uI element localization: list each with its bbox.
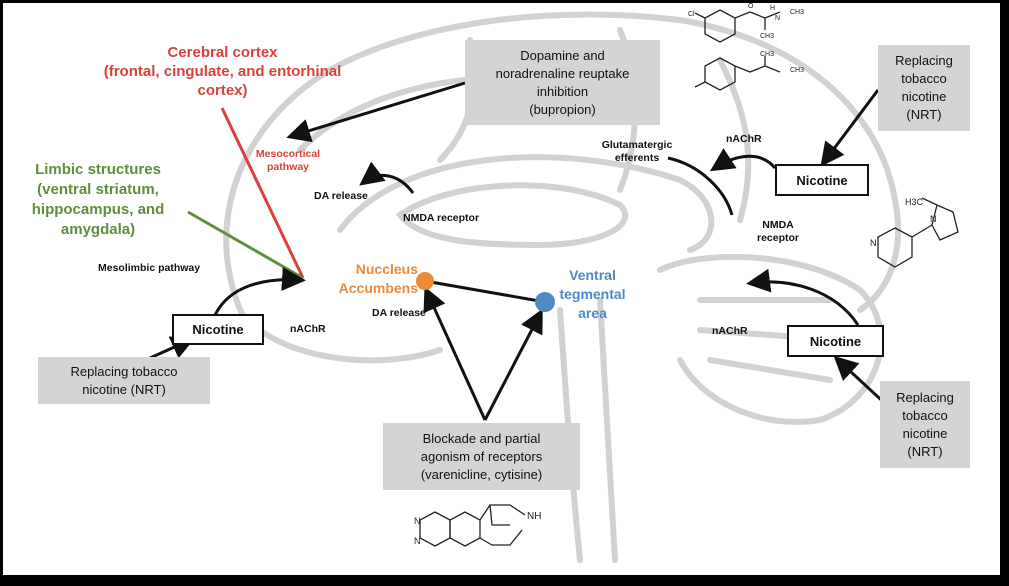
limbic-line: (ventral striatum, [37, 181, 159, 198]
accumbens-vta-line [424, 279, 546, 304]
atom-n-var-2: N [414, 536, 421, 546]
atom-ch3-1: CH3 [790, 9, 804, 16]
accumbens-line: Nuccleus [355, 261, 418, 277]
varenicline-line: Blockade and partial [422, 430, 541, 446]
atom-ch3-2: CH3 [760, 33, 774, 40]
nrt-line: tobacco [902, 407, 948, 423]
bupropion-line: (bupropion) [529, 101, 596, 117]
nrt-line: nicotine [901, 89, 947, 104]
cortex-line: (frontal, cingulate, and entorhinal [103, 62, 342, 80]
bupropion-line: noradrenaline reuptake [495, 65, 630, 81]
atom-o-1: O [748, 3, 754, 10]
glutamatergic-curve [667, 156, 734, 216]
nrt-line: tobacco [901, 71, 947, 86]
nmda-receptor-right-label: NMDA receptor [748, 219, 808, 245]
da-release-arrow [359, 161, 415, 194]
glutamatergic-line: Glutamatergic [601, 139, 673, 151]
nrt-line: Replacing [895, 53, 953, 68]
atom-n-nicotine-1: N [930, 214, 937, 224]
varenicline-ring-1 [419, 511, 451, 547]
limbic-line: Limbic structures [35, 161, 161, 178]
atom-nh: NH [527, 511, 541, 522]
nmda-receptor-center-label: NMDA receptor [403, 212, 480, 224]
atom-n-nicotine-2: N [870, 238, 877, 248]
bupropion-arrow [286, 81, 466, 143]
nrt-bottom-right-box: Replacing tobacco nicotine (NRT) [880, 381, 970, 468]
da-release-top-label: DA release [314, 190, 368, 202]
nrt-top-right-box: Replacing tobacco nicotine (NRT) [878, 45, 970, 131]
bupropion-box: Dopamine and noradrenaline reuptake inhi… [465, 40, 660, 125]
atom-h-1: H [770, 5, 775, 12]
nrt-line: (NRT) [907, 443, 943, 459]
ventral-tegmental-area-label: Ventral tegmental area [555, 266, 630, 323]
nachr-top-label: nAChR [726, 133, 762, 145]
nrt-top-arrow [820, 89, 880, 167]
mesocortical-pathway-label: Mesocortical pathway [248, 148, 328, 174]
varenicline-box: Blockade and partial agonism of receptor… [383, 423, 580, 490]
limbic-line: amygdala) [60, 221, 136, 238]
cerebral-cortex-label: Cerebral cortex (frontal, cingulate, and… [100, 44, 345, 100]
da-release-bottom-label: DA release [372, 307, 426, 319]
atom-ch3-3: CH3 [790, 67, 804, 74]
atom-ch3-4: CH3 [760, 51, 774, 58]
nrt-line: nicotine [902, 425, 948, 441]
vta-line: area [578, 305, 607, 321]
varenicline-arrow-vta [483, 308, 543, 421]
accumbens-node [416, 272, 434, 290]
nmda-right-line: NMDA [762, 219, 794, 231]
varenicline-arrow-accumbens [423, 286, 487, 421]
mesolimbic-pathway-label: Mesolimbic pathway [98, 262, 201, 274]
nicotine-box-top-right: Nicotine [775, 164, 869, 196]
nicotine-pyridine-ring [877, 227, 913, 268]
glutamatergic-efferents-label: Glutamatergic efferents [592, 139, 682, 165]
cortex-line: Cerebral cortex [167, 44, 278, 61]
nicotine-box-left: Nicotine [172, 314, 264, 345]
mesocortical-line: pathway [266, 161, 309, 174]
limbic-structures-label: Limbic structures (ventral striatum, hip… [18, 160, 178, 240]
vta-line: tegmental [559, 286, 626, 302]
atom-n-1: N [775, 15, 780, 22]
nrt-line: Replacing [896, 389, 954, 405]
bupropion-line: inhibition [536, 83, 589, 99]
varenicline-ring-2 [449, 511, 481, 547]
atom-cl-1: Cl [688, 11, 695, 18]
bupropion-line: Dopamine and [520, 47, 605, 63]
atom-n-var-1: N [414, 516, 421, 526]
nmda-right-line: receptor [756, 232, 799, 245]
vta-node [535, 292, 555, 312]
nicotine-left-arrow [213, 266, 306, 316]
bupropion-ring-2 [704, 57, 736, 91]
cortex-line: cortex) [197, 81, 248, 99]
nrt-left-box: Replacing tobacco nicotine (NRT) [38, 357, 210, 404]
nrt-line: nicotine (NRT) [82, 381, 166, 397]
nicotine-box-bottom-right: Nicotine [787, 325, 884, 357]
varenicline-line: (varenicline, cytisine) [420, 466, 543, 482]
nachr-left-label: nAChR [290, 323, 326, 335]
accumbens-line: Accumbens [338, 280, 418, 296]
nicotine-right-arrow [746, 268, 860, 326]
nicotine-top-arrow [709, 148, 777, 172]
glutamatergic-line: efferents [614, 152, 660, 165]
nachr-right-label: nAChR [712, 325, 748, 337]
nucleus-accumbens-label: Nuccleus Accumbens [328, 260, 418, 298]
varenicline-line: agonism of receptors [420, 448, 543, 464]
nrt-line: (NRT) [906, 107, 942, 122]
atom-h3c: H3C [905, 197, 924, 207]
limbic-line: hippocampus, and [31, 201, 165, 218]
nrt-line: Replacing tobacco [70, 363, 178, 379]
cortex-connector-line [220, 107, 305, 279]
bupropion-ring-1 [704, 9, 736, 43]
vta-line: Ventral [569, 267, 616, 283]
mesocortical-line: Mesocortical [255, 148, 321, 160]
